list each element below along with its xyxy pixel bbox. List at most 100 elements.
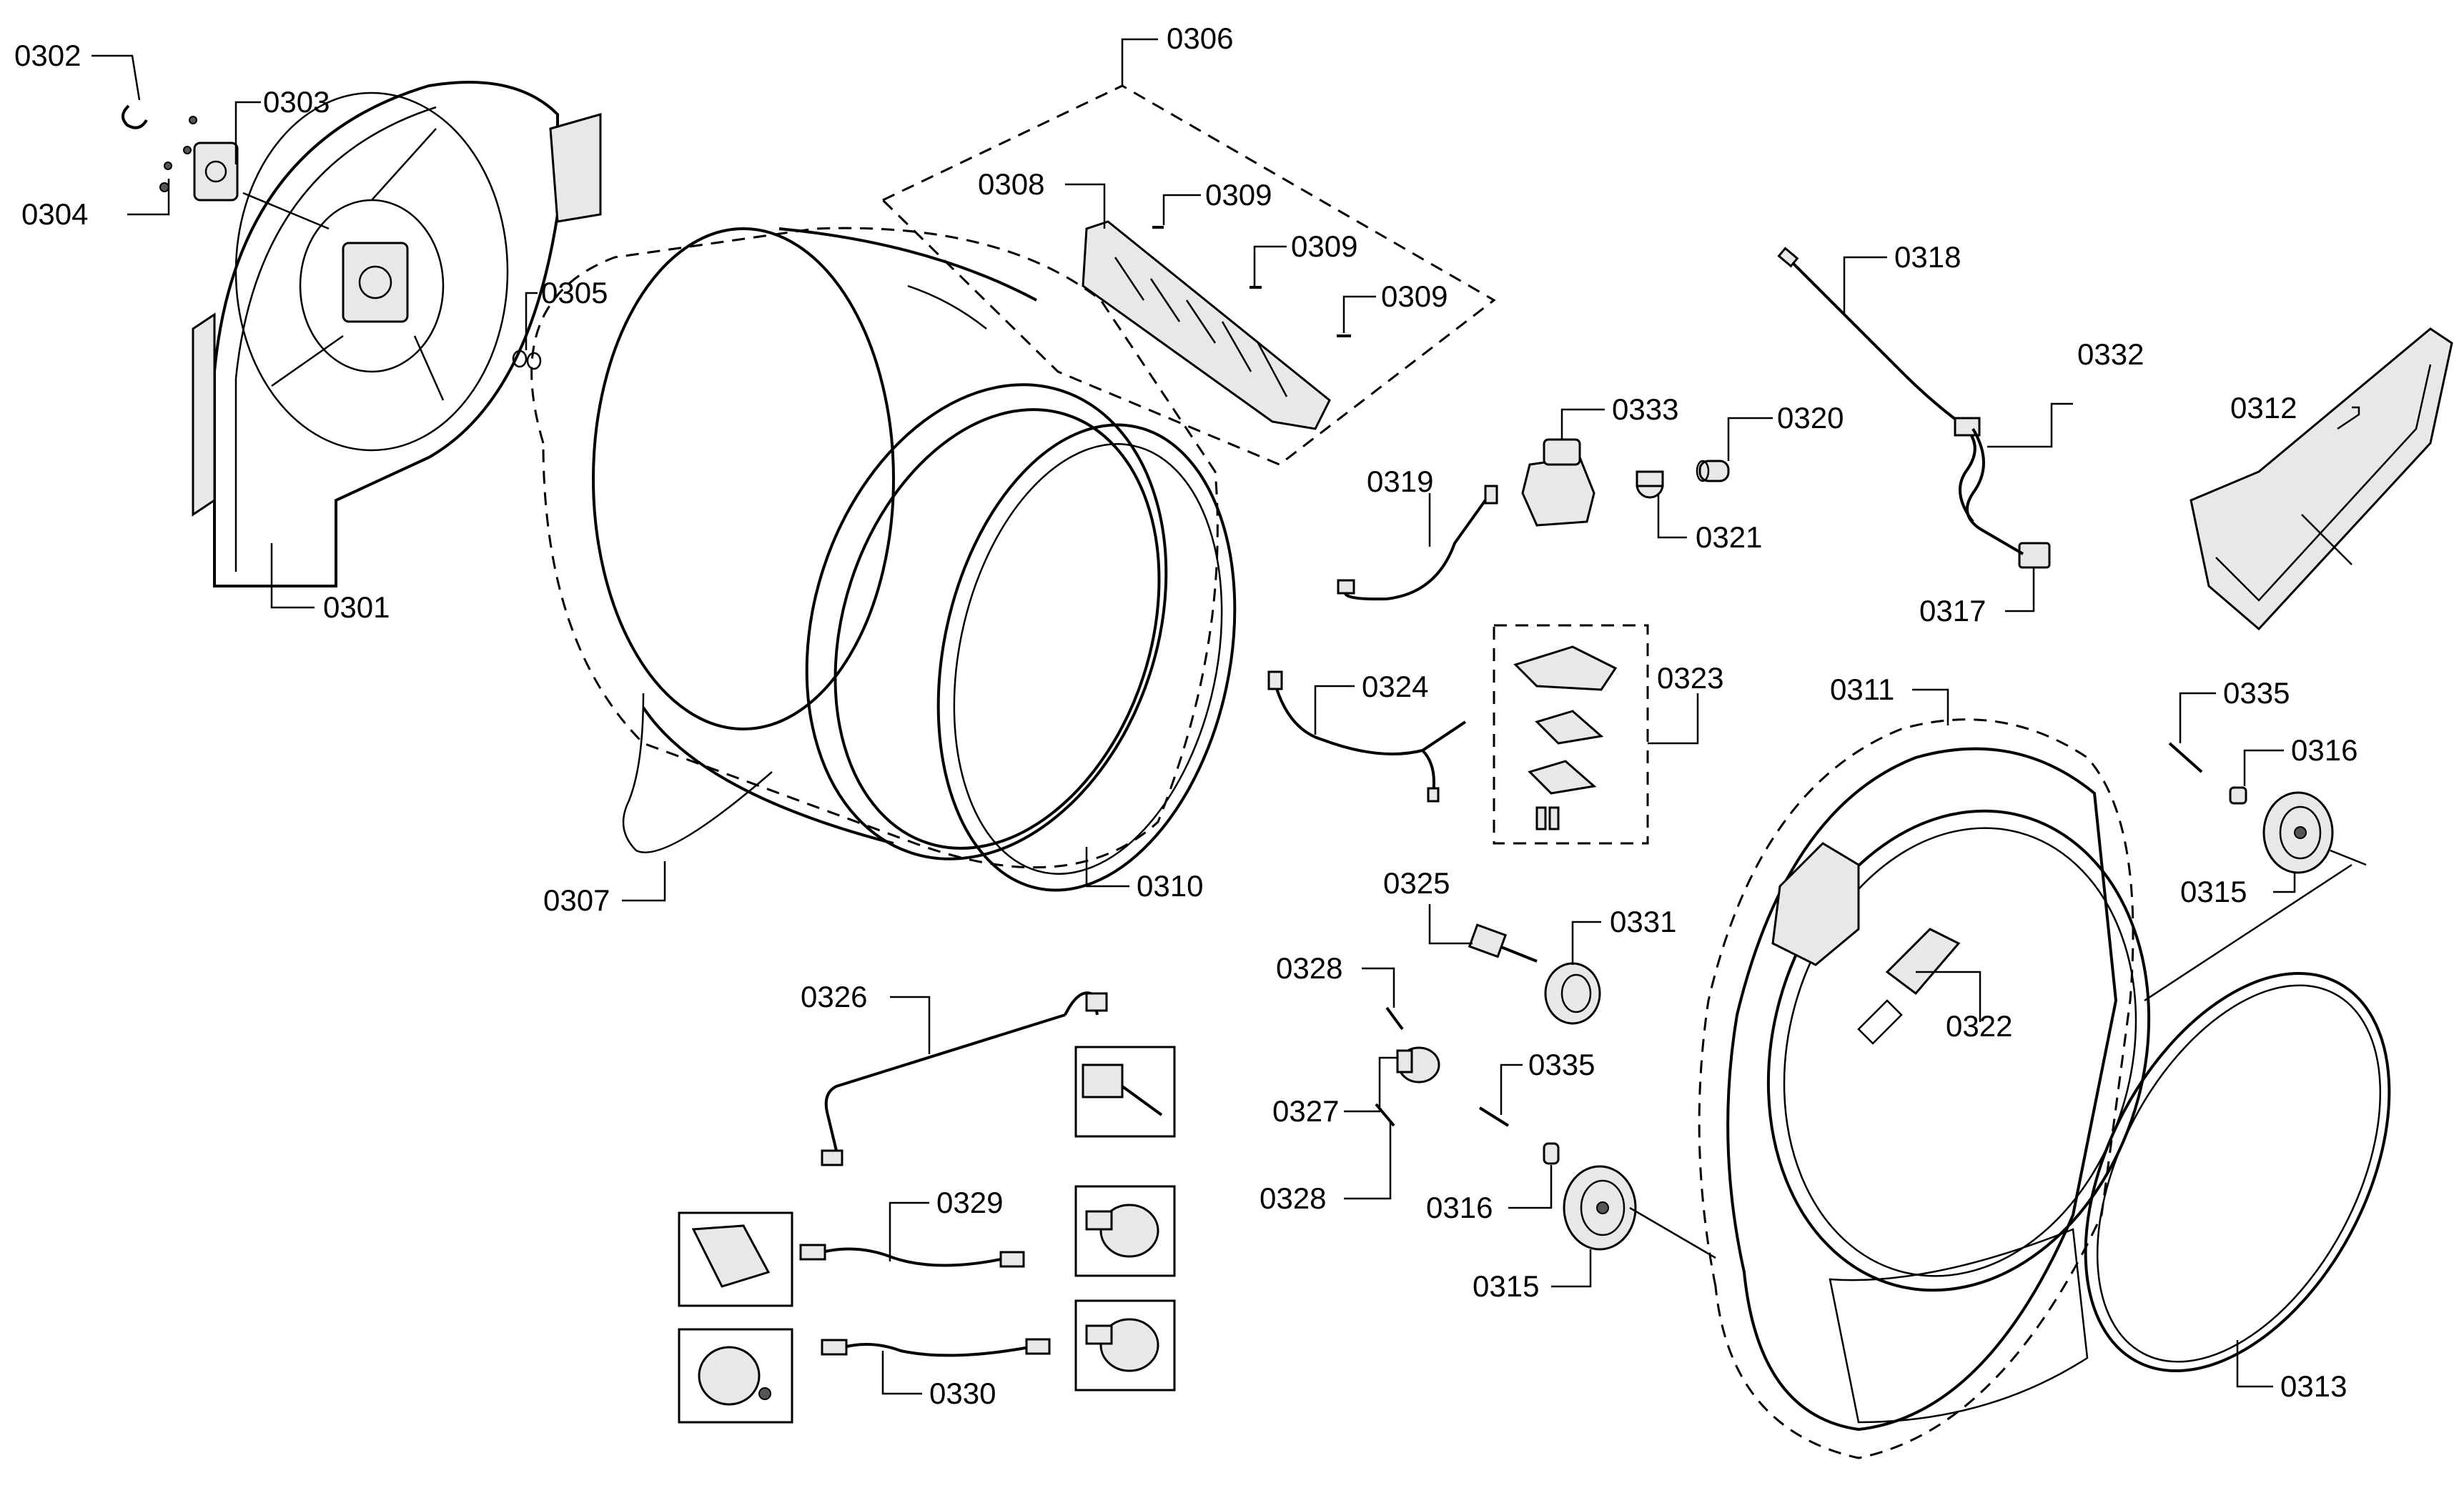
wire-0329-part: [821, 1247, 1001, 1267]
label-0315a: 0315: [2180, 875, 2247, 908]
front-bulkhead-0311-part: [1698, 718, 2151, 1459]
roller-shaft-0316b-part: [1543, 1142, 1560, 1165]
label-0309a: 0309: [1205, 178, 1272, 212]
kit-0323-dashed-box: [1493, 624, 1649, 845]
label-0323: 0323: [1657, 661, 1723, 695]
label-0321: 0321: [1696, 520, 1762, 554]
wire-0332-part: [1966, 427, 2024, 555]
leader-0330: [881, 1351, 922, 1395]
label-0315b: 0315: [1473, 1269, 1539, 1303]
label-0318: 0318: [1894, 240, 1961, 274]
connector-part: [821, 1339, 848, 1356]
drum-ring-part: [936, 423, 1237, 892]
leader-0309b: [1253, 245, 1287, 286]
thermostat-0331-part: [1544, 962, 1601, 1025]
leader-0312: [2337, 406, 2360, 430]
leader-0322: [1916, 971, 1981, 1022]
label-0326: 0326: [801, 980, 867, 1013]
connector-part: [1337, 579, 1355, 595]
clip-part: [122, 104, 148, 129]
leader-0331: [1571, 921, 1601, 965]
leader-0326: [890, 996, 931, 1054]
label-0335a: 0335: [2223, 676, 2290, 710]
leader-0328b: [1344, 1122, 1392, 1200]
leader-0335b: [1500, 1063, 1523, 1115]
thermostat-0321-part: [1636, 470, 1664, 499]
boxed-part-c: [1074, 1299, 1176, 1392]
rear-bulkhead-part: [192, 81, 602, 587]
label-0320: 0320: [1777, 401, 1844, 435]
washer-part: [512, 349, 542, 370]
label-0302: 0302: [14, 39, 81, 72]
lint-filter-0312-part: [2190, 327, 2453, 631]
roller-shaft-0316a-part: [2229, 786, 2247, 805]
label-0324: 0324: [1362, 670, 1428, 703]
baffle-part: [1082, 220, 1331, 430]
leader-0309a: [1162, 194, 1201, 225]
heater-0326-part: [824, 991, 1099, 1151]
label-0309c: 0309: [1381, 279, 1448, 313]
belt-path-line: [1629, 1206, 1716, 1259]
leader-0323: [1648, 693, 1699, 745]
leader-0316a: [2243, 749, 2284, 786]
label-0301: 0301: [323, 590, 390, 624]
bracket-0323-part: [1513, 645, 1618, 830]
label-0303: 0303: [263, 85, 330, 119]
label-0327: 0327: [1272, 1094, 1339, 1128]
label-0316b: 0316: [1426, 1191, 1493, 1224]
leader-0302: [91, 54, 141, 101]
bracket-0322-part: [1857, 928, 1961, 1045]
wire-0330-part: [843, 1343, 1030, 1357]
connector-part: [999, 1251, 1025, 1268]
leader-0318: [1843, 256, 1887, 314]
drive-belt-inner-part: [2096, 984, 2382, 1363]
label-0307: 0307: [543, 883, 610, 917]
label-0305: 0305: [541, 276, 608, 309]
screw-0335b-part: [1478, 1106, 1510, 1127]
connector-part: [1267, 670, 1283, 690]
label-0312: 0312: [2230, 391, 2297, 425]
screw-0328a-part: [1385, 1006, 1404, 1031]
leader-0316b: [1508, 1165, 1553, 1209]
label-0329: 0329: [936, 1186, 1003, 1219]
screw-0335a-part: [2168, 742, 2203, 773]
leader-0329: [889, 1201, 929, 1261]
label-0328b: 0328: [1260, 1181, 1326, 1215]
boxed-part-b: [1074, 1185, 1176, 1277]
label-0330: 0330: [929, 1377, 996, 1410]
roller-0315a-part: [2262, 791, 2334, 874]
connector-part: [1484, 485, 1498, 505]
leader-0308: [1065, 183, 1106, 229]
label-0332: 0332: [2077, 337, 2144, 371]
connector-part: [1427, 787, 1440, 803]
fuse-0327-part: [1396, 1046, 1440, 1083]
leader-0304: [127, 179, 170, 216]
label-0319: 0319: [1367, 465, 1433, 498]
label-0331: 0331: [1610, 905, 1676, 938]
fuse-0320-part: [1696, 460, 1730, 482]
label-0316a: 0316: [2291, 733, 2357, 767]
leader-0335a: [2179, 692, 2216, 743]
leader-0305: [525, 292, 538, 350]
connector-part: [821, 1149, 843, 1166]
drum-part: [530, 227, 1219, 869]
boxed-part-d: [678, 1211, 793, 1307]
label-0333: 0333: [1612, 392, 1678, 426]
label-0310: 0310: [1137, 869, 1203, 903]
leader-0320: [1727, 417, 1773, 461]
belt-path-line: [2144, 863, 2352, 1002]
leader-0321: [1657, 493, 1687, 539]
plug-0318-part: [1777, 247, 1799, 268]
leader-0309c: [1342, 295, 1376, 333]
connector-part: [1025, 1338, 1051, 1355]
roller-0315b-part: [1563, 1165, 1637, 1251]
drum-ring-inner-part: [953, 443, 1223, 875]
leader-0327: [1344, 1056, 1397, 1113]
switch-0317-part: [2018, 542, 2051, 569]
leader-0333: [1560, 408, 1605, 440]
wire-harness-0319-part: [1343, 492, 1492, 601]
label-0328a: 0328: [1276, 951, 1342, 985]
label-0325: 0325: [1383, 866, 1450, 900]
leader-0306: [1121, 38, 1158, 86]
